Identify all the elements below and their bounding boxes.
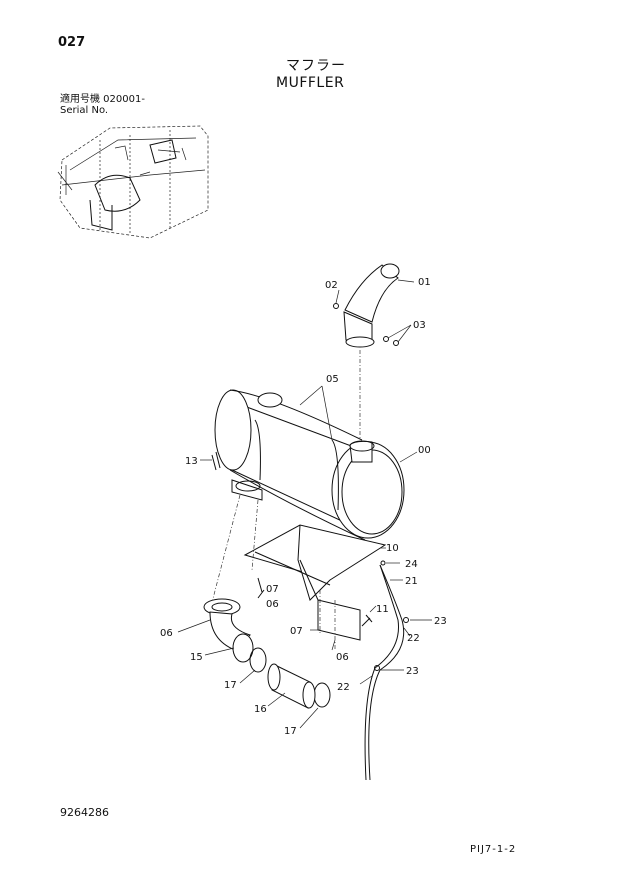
leader-lines [177, 279, 432, 729]
part-07-nut [257, 577, 265, 599]
callout-11: 11 [376, 604, 389, 615]
callout-06-upper: 06 [266, 599, 279, 610]
callout-22-upper: 22 [407, 633, 420, 644]
callout-17-upper: 17 [224, 680, 237, 691]
callout-23-upper: 23 [434, 616, 447, 627]
part-23-clip-upper [403, 617, 409, 623]
bolts [333, 303, 399, 346]
part-16-pipe [267, 663, 316, 709]
callout-24: 24 [405, 559, 418, 570]
callout-13: 13 [185, 456, 198, 467]
part-21-hose [368, 564, 405, 781]
title-japanese: マフラー [286, 58, 346, 74]
callout-23-lower: 23 [406, 666, 419, 677]
callout-10: 10 [386, 543, 399, 554]
part-17-ring-lower [313, 682, 331, 708]
part-21-hose-edge [364, 564, 400, 781]
part-13-clamp [211, 451, 221, 471]
part-15-elbow-pipe [203, 598, 254, 663]
document-number: 9264286 [60, 806, 109, 819]
serial-label: 適用号機 020001- [60, 94, 145, 105]
callout-21: 21 [405, 576, 418, 587]
callout-03: 03 [413, 320, 426, 331]
callout-07-lower: 07 [290, 626, 303, 637]
part-11-bolt [361, 614, 373, 627]
page-number: 027 [58, 35, 86, 50]
callout-06-lower: 06 [336, 652, 349, 663]
page-code: PIJ7-1-2 [470, 844, 517, 855]
title-english: MUFFLER [276, 75, 345, 91]
callout-02: 02 [325, 280, 338, 291]
callout-15: 15 [190, 652, 203, 663]
part-01-tail-pipe [343, 263, 400, 348]
callout-16: 16 [254, 704, 267, 715]
part-23-clip-lower [374, 665, 380, 671]
callout-06-left: 06 [160, 628, 173, 639]
callout-17-lower: 17 [284, 726, 297, 737]
callout-22-lower: 22 [337, 682, 350, 693]
part-17-ring-upper [249, 647, 267, 673]
callout-05: 05 [326, 374, 339, 385]
part-05-muffler [214, 389, 405, 541]
serial-label-en: Serial No. [60, 105, 109, 116]
part-24-fitting [380, 560, 386, 566]
callout-07-upper: 07 [266, 584, 279, 595]
callout-00: 00 [418, 445, 431, 456]
callout-01: 01 [418, 277, 431, 288]
part-10-bracket [243, 524, 387, 641]
machine-overview-sketch [57, 125, 209, 239]
